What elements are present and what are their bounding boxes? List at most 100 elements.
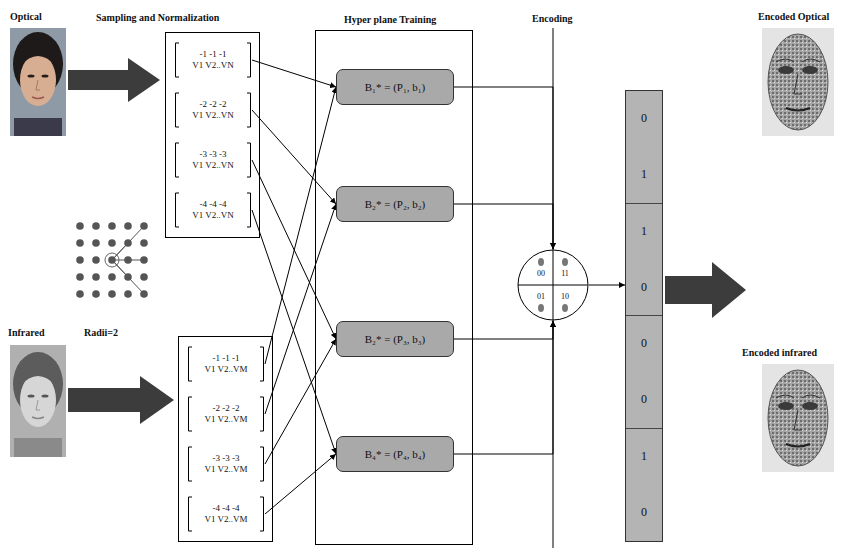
bracket bbox=[189, 447, 193, 481]
hyperplane-label: B₁* = (P₁, b₁) bbox=[365, 81, 426, 93]
sample-matrix: -2 -2 -2V1 V2..VM bbox=[187, 395, 265, 433]
code-segment: 10 bbox=[626, 429, 662, 542]
circle-shape bbox=[518, 250, 588, 320]
connector bbox=[252, 110, 336, 204]
quadrant-code: 00 bbox=[537, 269, 545, 278]
code-bit: 0 bbox=[641, 111, 647, 126]
big-arrow bbox=[665, 262, 746, 318]
matrix-row: V1 V2..VN bbox=[192, 60, 234, 71]
bracket bbox=[176, 193, 180, 227]
encoding-circle: 00 11 01 10 bbox=[517, 249, 589, 321]
grid-dot bbox=[124, 239, 132, 247]
sample-dot bbox=[562, 258, 568, 266]
grid-dot bbox=[140, 222, 148, 230]
code-bit: 0 bbox=[641, 280, 647, 295]
matrix-row: V1 V2..VM bbox=[204, 414, 247, 425]
grid-dot bbox=[92, 222, 100, 230]
eye bbox=[42, 75, 49, 78]
grid-dot bbox=[92, 256, 100, 264]
matrix-row: -1 -1 -1 bbox=[200, 49, 227, 60]
heading-holder: Sampling and Normalization bbox=[96, 7, 219, 25]
hyperplane-box: B₁* = (P₁, b₁) bbox=[336, 69, 454, 105]
hyperplane-box: B₂* = (P₃, b₃) bbox=[336, 321, 454, 357]
connector bbox=[454, 321, 553, 454]
fringe bbox=[20, 47, 56, 66]
code-holder: 01 bbox=[537, 292, 545, 301]
connector bbox=[265, 204, 336, 414]
nose bbox=[794, 74, 802, 94]
hyperplane-label: B₂* = (P₃, b₃) bbox=[365, 333, 426, 345]
face bbox=[768, 34, 828, 130]
matrix-row: V1 V2..VN bbox=[192, 210, 234, 221]
code-segment: 00 bbox=[626, 316, 662, 429]
grid-dot bbox=[76, 222, 84, 230]
matrix-row: -2 -2 -2 bbox=[200, 99, 227, 110]
node-group: -1 -1 -1V1 V2..VM -2 -2 -2V1 V2..VM -3 -3 … bbox=[178, 336, 273, 542]
nose bbox=[794, 410, 802, 430]
hyperplane-label: B₄* = (P₄, b₄) bbox=[365, 448, 426, 460]
eye bbox=[28, 395, 35, 398]
label: Encoded infrared bbox=[742, 347, 817, 358]
sample-dot bbox=[538, 304, 544, 312]
grid-dot bbox=[124, 290, 132, 298]
grid-dot bbox=[92, 239, 100, 247]
grid-dot bbox=[108, 256, 116, 264]
code-segment: 01 bbox=[626, 91, 662, 204]
grid-dot bbox=[140, 290, 148, 298]
grid-dot bbox=[108, 273, 116, 281]
quadrant-code: 11 bbox=[561, 269, 569, 278]
eye bbox=[28, 75, 35, 78]
mouth bbox=[786, 108, 810, 111]
big-arrow bbox=[68, 58, 160, 102]
center-ring bbox=[105, 253, 119, 267]
connector bbox=[454, 87, 553, 249]
eye bbox=[778, 402, 794, 410]
encoded-infrared-face bbox=[762, 364, 834, 472]
connector bbox=[265, 87, 336, 364]
grid-dot bbox=[124, 256, 132, 264]
quadrant-code: 10 bbox=[561, 292, 569, 301]
code-bit: 0 bbox=[641, 392, 647, 407]
sample-dot bbox=[562, 304, 568, 312]
grid-dot bbox=[108, 290, 116, 298]
bracket bbox=[176, 93, 180, 127]
sampling-grid bbox=[76, 222, 148, 298]
face bbox=[20, 54, 56, 106]
heading: Hyper plane Training bbox=[344, 14, 436, 25]
label-holder: Radii=2 bbox=[84, 322, 118, 340]
label: Infrared bbox=[8, 327, 44, 338]
bracket bbox=[247, 43, 251, 77]
grid-dot bbox=[140, 256, 148, 264]
sample-matrix: -1 -1 -1V1 V2..VN bbox=[174, 41, 252, 79]
connector bbox=[252, 60, 336, 87]
eye bbox=[802, 66, 818, 74]
grid-dot bbox=[76, 239, 84, 247]
grid-dot bbox=[76, 290, 84, 298]
label-holder: Infrared bbox=[8, 322, 44, 340]
matrix-row: V1 V2..VM bbox=[204, 364, 247, 375]
code-holder: 11 bbox=[561, 269, 569, 278]
matrix-row: -3 -3 -3 bbox=[213, 453, 240, 464]
connector bbox=[454, 321, 553, 339]
nose bbox=[36, 80, 40, 90]
code-bit: 0 bbox=[641, 336, 647, 351]
sample-matrix: -1 -1 -1V1 V2..VM bbox=[187, 345, 265, 383]
mouth bbox=[786, 444, 810, 447]
code-bit: 1 bbox=[641, 167, 647, 182]
matrix-row: V1 V2..VM bbox=[204, 464, 247, 475]
mouth bbox=[32, 97, 44, 99]
matrix-row: V1 V2..VN bbox=[192, 160, 234, 171]
matrix-row: V1 V2..VM bbox=[204, 514, 247, 525]
bracket bbox=[176, 143, 180, 177]
shoulders bbox=[14, 118, 62, 136]
shoulders bbox=[14, 438, 62, 457]
matrix-row: V1 V2..VN bbox=[192, 110, 234, 121]
fringe bbox=[20, 367, 56, 386]
bracket bbox=[260, 497, 264, 531]
mouth bbox=[32, 417, 44, 419]
grid-dot bbox=[76, 273, 84, 281]
grid-dot bbox=[108, 222, 116, 230]
matrix-row: -4 -4 -4 bbox=[213, 503, 240, 514]
grid-dot bbox=[76, 256, 84, 264]
grid-dot bbox=[140, 273, 148, 281]
